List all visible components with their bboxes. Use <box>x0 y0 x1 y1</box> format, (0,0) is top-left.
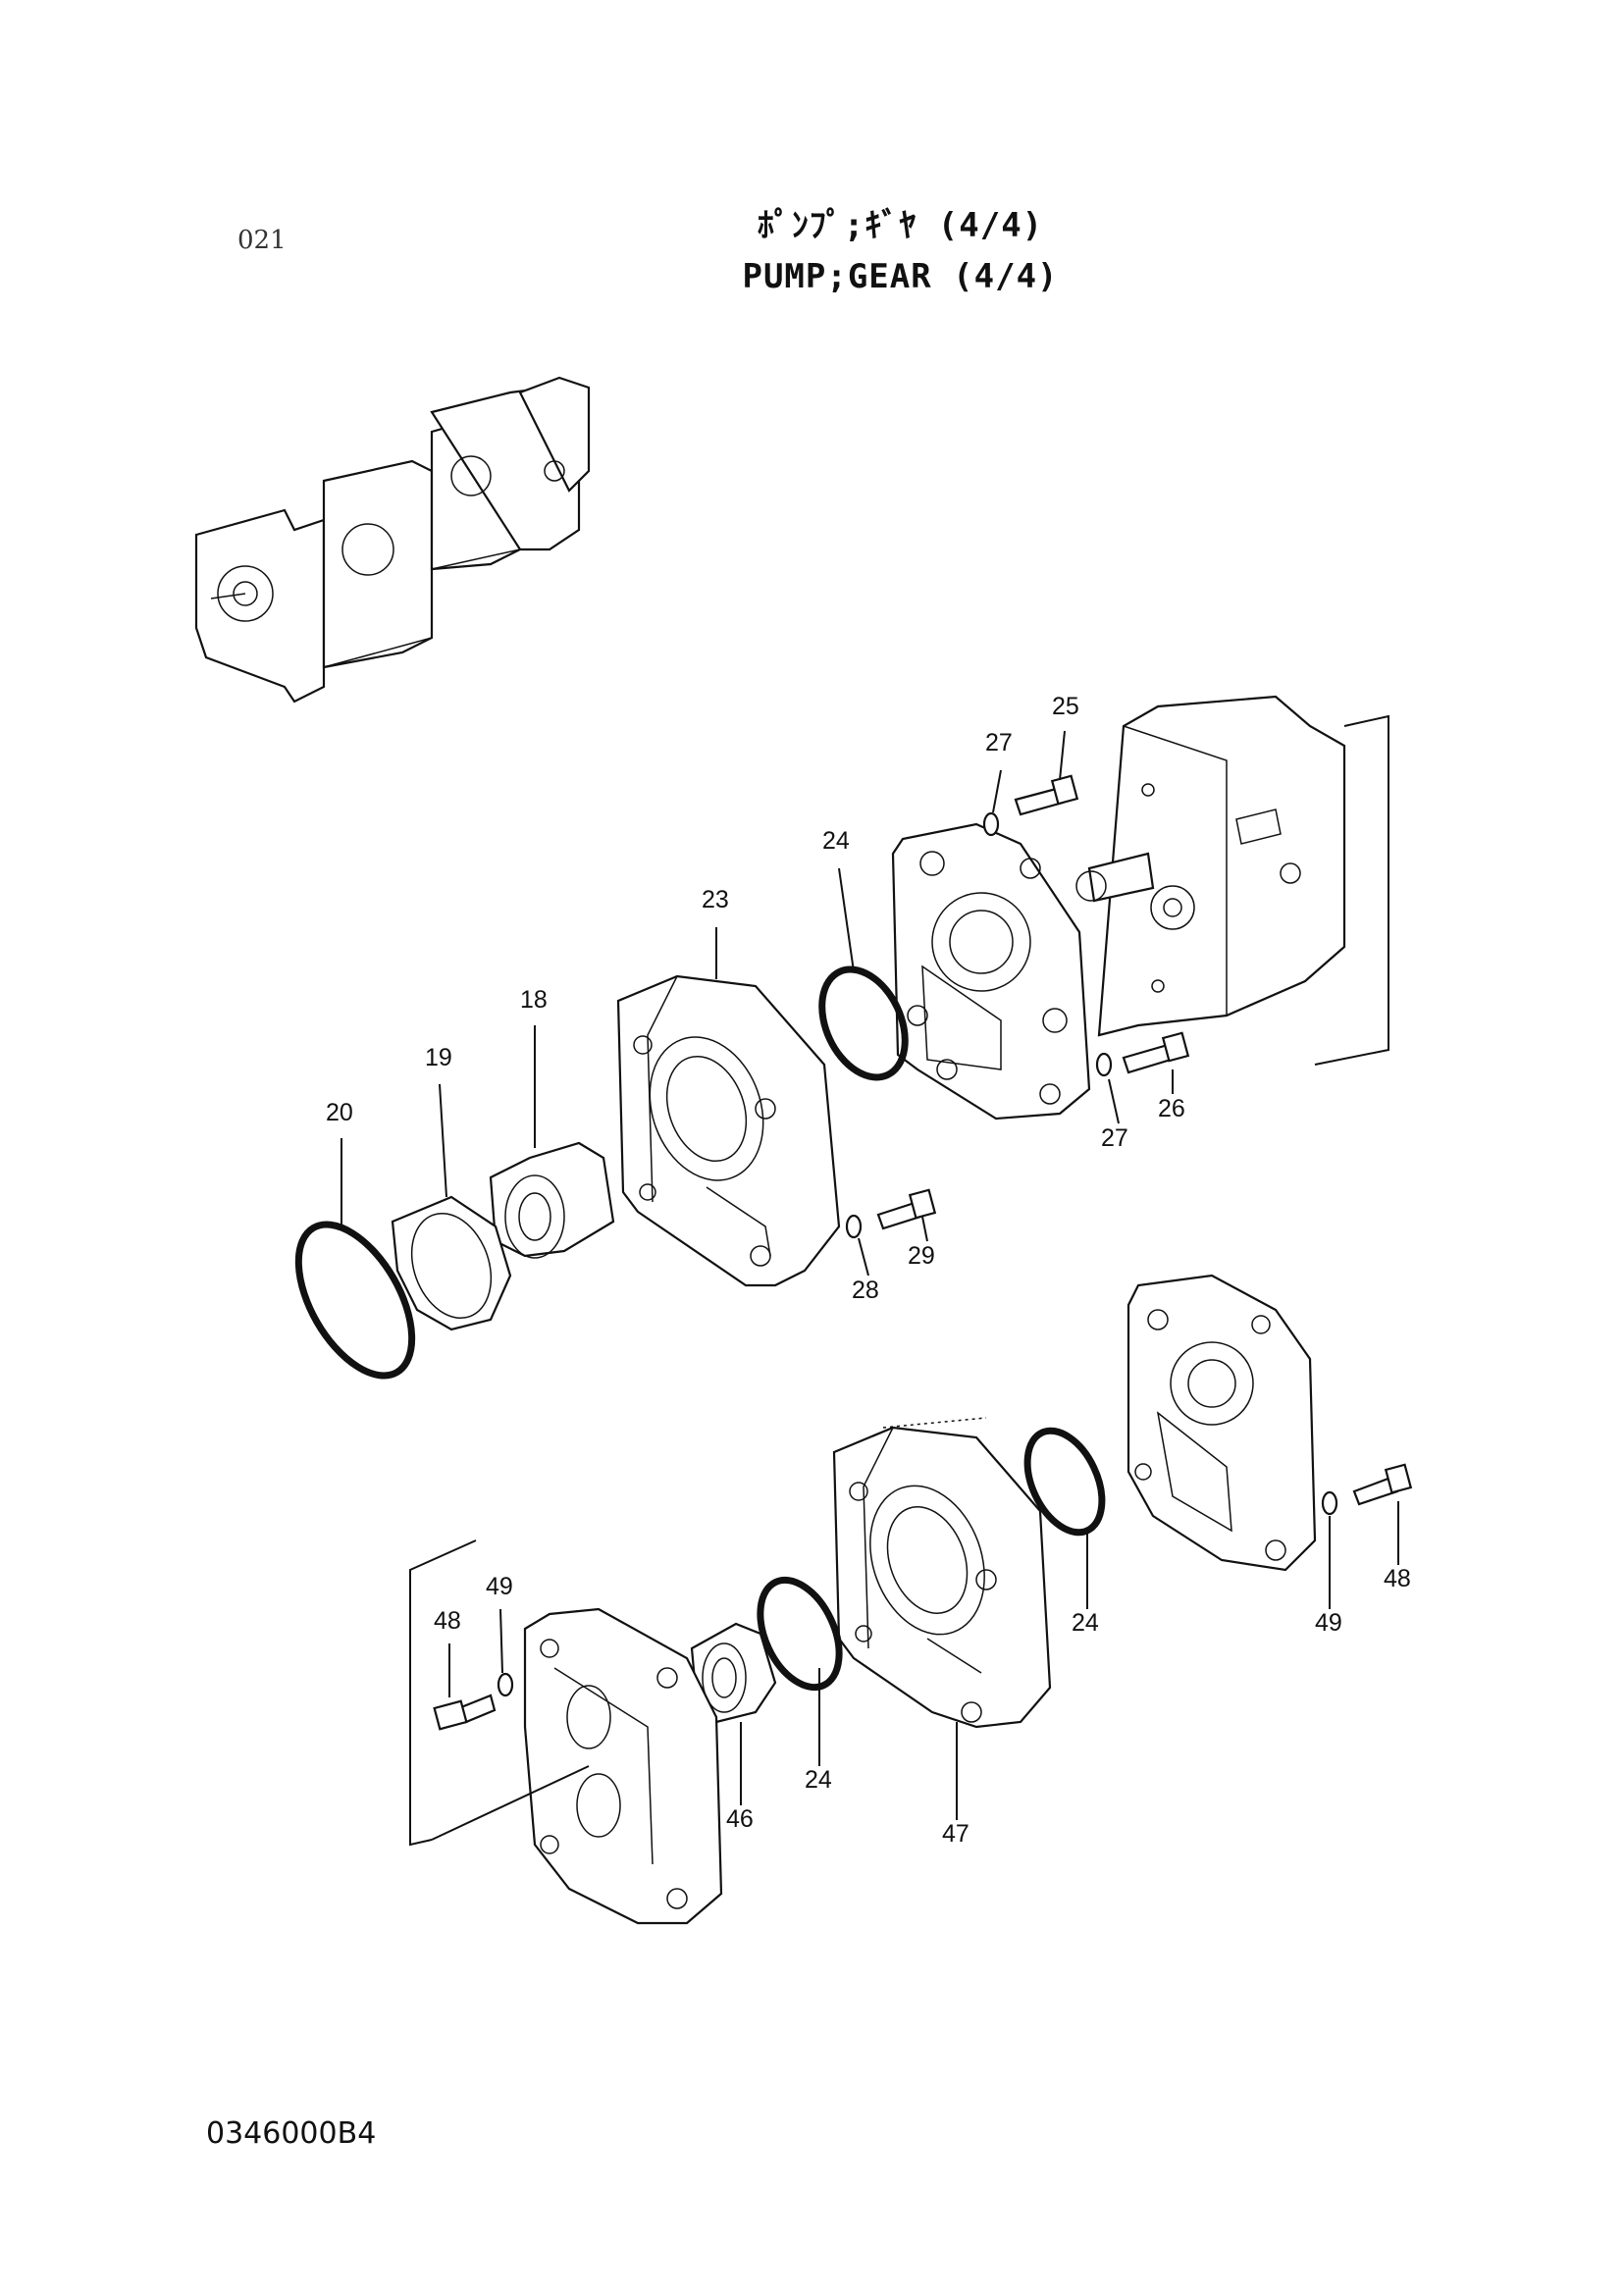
callout-48: 48 <box>434 1607 461 1635</box>
callout-25: 25 <box>1052 693 1079 720</box>
lower-exploded-group <box>409 1274 1413 1925</box>
title-japanese: ﾎﾟﾝﾌﾟ;ｷﾞﾔ (4/4) <box>757 206 1044 245</box>
pump-assembly-overview <box>194 376 591 704</box>
callout-27: 27 <box>1101 1124 1128 1152</box>
callout-28: 28 <box>852 1277 879 1304</box>
callout-24: 24 <box>805 1766 832 1794</box>
callout-48: 48 <box>1384 1565 1411 1592</box>
callout-49: 49 <box>1315 1609 1342 1637</box>
callout-24: 24 <box>822 827 850 855</box>
callout-23: 23 <box>702 886 729 913</box>
callout-labels: 25 27 24 23 18 19 20 26 27 29 28 48 49 2… <box>326 693 1411 1848</box>
callout-29: 29 <box>908 1242 935 1270</box>
callout-18: 18 <box>520 986 548 1014</box>
upper-exploded-group <box>294 695 1389 1380</box>
page-number: 021 <box>237 226 287 255</box>
title-english: PUMP;GEAR (4/4) <box>742 257 1059 296</box>
callout-26: 26 <box>1158 1095 1185 1122</box>
callout-49: 49 <box>486 1573 513 1600</box>
callout-20: 20 <box>326 1099 353 1126</box>
callout-46: 46 <box>726 1805 754 1833</box>
callout-27: 27 <box>985 729 1013 756</box>
callout-24: 24 <box>1072 1609 1099 1637</box>
callout-19: 19 <box>425 1044 452 1071</box>
document-code: 0346000B4 <box>206 2116 377 2151</box>
callout-47: 47 <box>942 1820 969 1848</box>
